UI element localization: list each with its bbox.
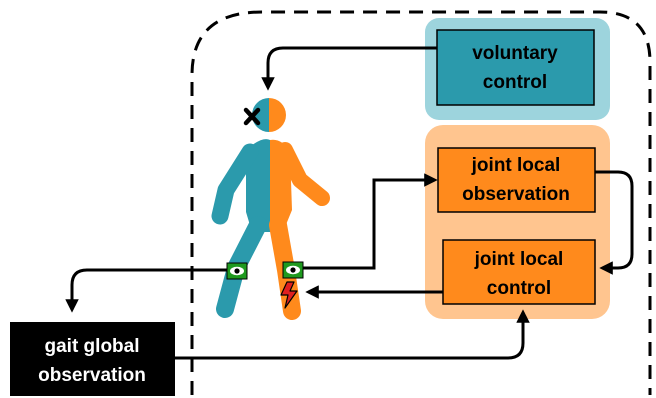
gait-global-observation-label-line1: gait global bbox=[45, 336, 140, 357]
voluntary-control-box: voluntary control bbox=[425, 18, 610, 120]
arrow-local-observation-to-local-control bbox=[595, 170, 634, 275]
joint-local-control-label-line2: control bbox=[487, 278, 551, 299]
joint-local-control-box: joint local control bbox=[442, 239, 596, 305]
arrow-gait-observation-to-local-control bbox=[175, 309, 530, 360]
joint-local-observation-box: joint local observation bbox=[437, 147, 596, 213]
eye-icon bbox=[282, 261, 304, 279]
joint-local-observation-label-line1: joint local bbox=[471, 155, 561, 176]
eye-icon bbox=[226, 262, 248, 280]
arrow-sensor-to-gait-observation bbox=[65, 268, 227, 313]
connector-arrows bbox=[65, 46, 634, 360]
gait-global-observation-box: gait global observation bbox=[10, 322, 175, 396]
voluntary-control-label-line2: control bbox=[483, 72, 547, 93]
arrow-sensor-to-local-observation bbox=[303, 173, 438, 270]
x-mark-icon bbox=[243, 107, 261, 126]
joint-local-control-label-line1: joint local bbox=[474, 249, 564, 270]
lightning-icon bbox=[280, 281, 298, 309]
arrow-voluntary-to-person bbox=[261, 46, 437, 91]
system-boundary-dashed bbox=[190, 10, 652, 395]
gait-global-observation-label-line2: observation bbox=[38, 365, 146, 386]
joint-local-observation-label-line2: observation bbox=[462, 184, 570, 205]
voluntary-control-label-line1: voluntary bbox=[472, 43, 558, 64]
